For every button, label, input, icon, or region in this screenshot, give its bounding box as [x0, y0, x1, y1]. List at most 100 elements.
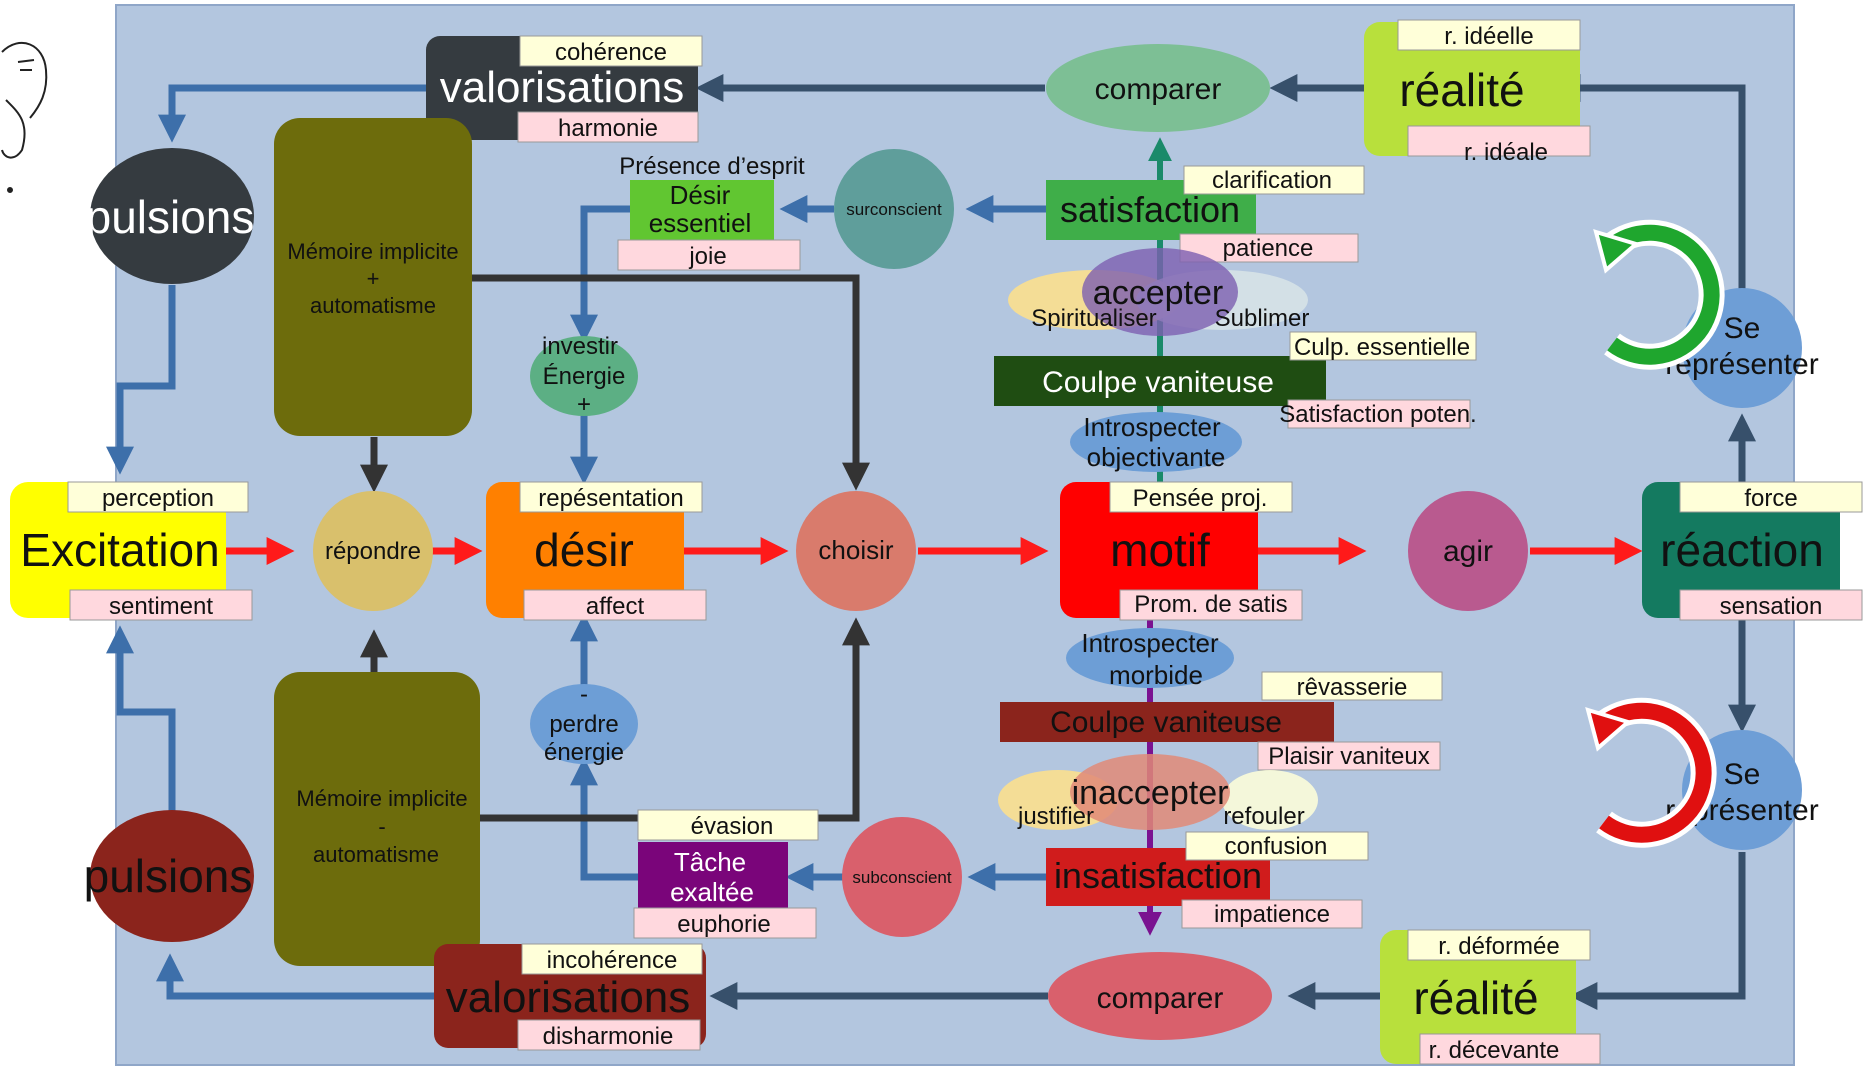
arrow-se-representer-to-realite-bottom	[1569, 852, 1746, 1010]
coulpe-top-label: Coulpe vaniteuse	[1042, 366, 1274, 399]
valorisations-top: valorisations cohérence harmonie	[426, 35, 703, 143]
r-decevante-tag: r. décevante	[1429, 1037, 1560, 1064]
investir-energie: investir Énergie +	[530, 333, 638, 418]
joie-tag: joie	[688, 243, 726, 270]
intro-obj-line2: objectivante	[1087, 442, 1226, 472]
intro-morb-line2: morbide	[1109, 660, 1203, 690]
coulpe-top: Coulpe vaniteuse Culp. essentielle Satis…	[994, 331, 1477, 429]
satisfaction-label: satisfaction	[1060, 189, 1240, 230]
force-tag: force	[1744, 485, 1797, 512]
accepter-group: accepter Spiritualiser Sublimer	[1008, 248, 1309, 336]
desir-essentiel-line2: essentiel	[649, 208, 752, 238]
revasserie-tag: rêvasserie	[1297, 674, 1408, 701]
spiritualiser-label: Spiritualiser	[1031, 305, 1156, 332]
agir-node: agir	[1408, 491, 1528, 611]
reaction-label: réaction	[1660, 524, 1824, 576]
tache-line2: exaltée	[670, 877, 754, 907]
memoire-bottom-line3: automatisme	[313, 842, 439, 867]
memoire-bottom-line2: -	[378, 814, 385, 839]
disharmonie-tag: disharmonie	[543, 1023, 674, 1050]
inaccepter-label: inaccepter	[1072, 774, 1229, 812]
pulsions-top-label: pulsions	[86, 191, 255, 243]
affect-tag: affect	[586, 593, 645, 620]
perdre-energie: - perdre énergie	[530, 681, 638, 766]
valorisations-bottom: valorisations incohérence disharmonie	[434, 943, 706, 1051]
satisfaction-poten-tag: Satisfaction poten.	[1279, 401, 1476, 428]
motif-block: motif Pensée proj. Prom. de satis	[1060, 481, 1303, 621]
desir-essentiel: Présence d’esprit Désir essentiel joie	[617, 153, 805, 271]
perception-tag: perception	[102, 485, 214, 512]
agir-label: agir	[1443, 535, 1493, 568]
desir-label: désir	[534, 524, 634, 576]
memoire-top-line3: automatisme	[310, 293, 436, 318]
prom-satis-tag: Prom. de satis	[1134, 591, 1287, 618]
r-deformee-tag: r. déformée	[1438, 933, 1559, 960]
intro-morb-line1: Introspecter	[1081, 628, 1219, 658]
arrow-tache-to-perdre	[570, 757, 638, 881]
red-cycle-icon	[1585, 697, 1717, 848]
arrow-memoire-bottom-to-choisir	[478, 617, 870, 822]
realite-top-label: réalité	[1399, 64, 1524, 116]
sentiment-tag: sentiment	[109, 593, 213, 620]
inaccepter-group: inaccepter justifier refouler	[998, 754, 1318, 830]
valorisations-top-label: valorisations	[440, 63, 685, 112]
comparer-top-label: comparer	[1095, 73, 1222, 106]
tache-line1: Tâche	[674, 847, 746, 877]
refouler-label: refouler	[1223, 803, 1304, 830]
pensee-proj-tag: Pensée proj.	[1133, 485, 1268, 512]
euphorie-tag: euphorie	[677, 911, 770, 938]
pulsions-top: pulsions	[86, 148, 255, 284]
realite-top: réalité r. idéelle r. idéale	[1364, 19, 1591, 166]
memoire-bottom-line1: Mémoire implicite	[296, 786, 467, 811]
surconscient-label: surconscient	[846, 200, 942, 219]
accepter-label: accepter	[1093, 274, 1223, 312]
comparer-bottom-label: comparer	[1097, 982, 1224, 1015]
insatisfaction-block: insatisfaction confusion impatience	[1046, 831, 1369, 929]
se-rep-top-line1: Se	[1724, 312, 1761, 345]
coulpe-bottom-label: Coulpe vaniteuse	[1050, 706, 1282, 739]
comparer-top: comparer	[1046, 44, 1270, 132]
memoire-top: Mémoire implicite + automatisme	[274, 118, 472, 436]
arrow-valorisations-to-pulsions-top	[158, 84, 428, 143]
choisir-node: choisir	[796, 491, 916, 611]
justifier-label: justifier	[1017, 803, 1094, 830]
subconscient-node: subconscient	[842, 817, 962, 937]
intro-obj-line1: Introspecter	[1083, 412, 1221, 442]
reaction-block: réaction force sensation	[1642, 481, 1863, 621]
desir-block: désir repésentation affect	[486, 481, 707, 621]
comparer-bottom: comparer	[1048, 952, 1272, 1040]
memoire-top-line2: +	[367, 266, 380, 291]
portrait-sketch	[1, 41, 48, 193]
confusion-tag: confusion	[1225, 833, 1328, 860]
arrow-valorisations-to-pulsions-bottom	[156, 953, 438, 1000]
sublimer-label: Sublimer	[1215, 305, 1310, 332]
plaisir-vaniteux-tag: Plaisir vaniteux	[1268, 743, 1429, 770]
se-rep-bottom-line1: Se	[1724, 758, 1761, 791]
desir-essentiel-line1: Désir	[670, 180, 731, 210]
satisfaction-block: satisfaction clarification patience	[1046, 165, 1365, 263]
motif-label: motif	[1110, 524, 1210, 576]
subconscient-label: subconscient	[852, 868, 952, 887]
perdre-line1: -	[580, 681, 588, 708]
coulpe-bottom: Coulpe vaniteuse rêvasserie Plaisir vani…	[1000, 671, 1443, 771]
memoire-top-line1: Mémoire implicite	[287, 239, 458, 264]
perdre-line2: perdre	[549, 711, 618, 738]
tache-exaltee: Tâche exaltée évasion euphorie	[633, 809, 819, 939]
repondre-node: répondre	[313, 491, 433, 611]
realite-bottom: réalité r. déformée r. décevante	[1380, 929, 1601, 1065]
arrow-se-representer-to-realite-top	[1552, 74, 1746, 298]
arrow-memoire-top-to-choisir	[470, 274, 870, 491]
r-ideale-tag: r. idéale	[1464, 139, 1548, 166]
excitation-block: Excitation perception sentiment	[10, 481, 253, 621]
incoherence-tag: incohérence	[547, 947, 678, 974]
realite-bottom-label: réalité	[1413, 972, 1538, 1024]
clarification-tag: clarification	[1212, 167, 1332, 194]
introspecter-morbide: Introspecter morbide	[1066, 628, 1234, 690]
repondre-label: répondre	[325, 538, 421, 565]
surconscient-node: surconscient	[834, 149, 954, 269]
arrow-excitation-from-pulsions-bottom	[106, 625, 176, 812]
arrow-desir-essentiel-to-investir	[570, 205, 630, 343]
perdre-line3: énergie	[544, 739, 624, 766]
choisir-label: choisir	[818, 535, 893, 565]
pulsions-bottom-label: pulsions	[84, 850, 253, 902]
